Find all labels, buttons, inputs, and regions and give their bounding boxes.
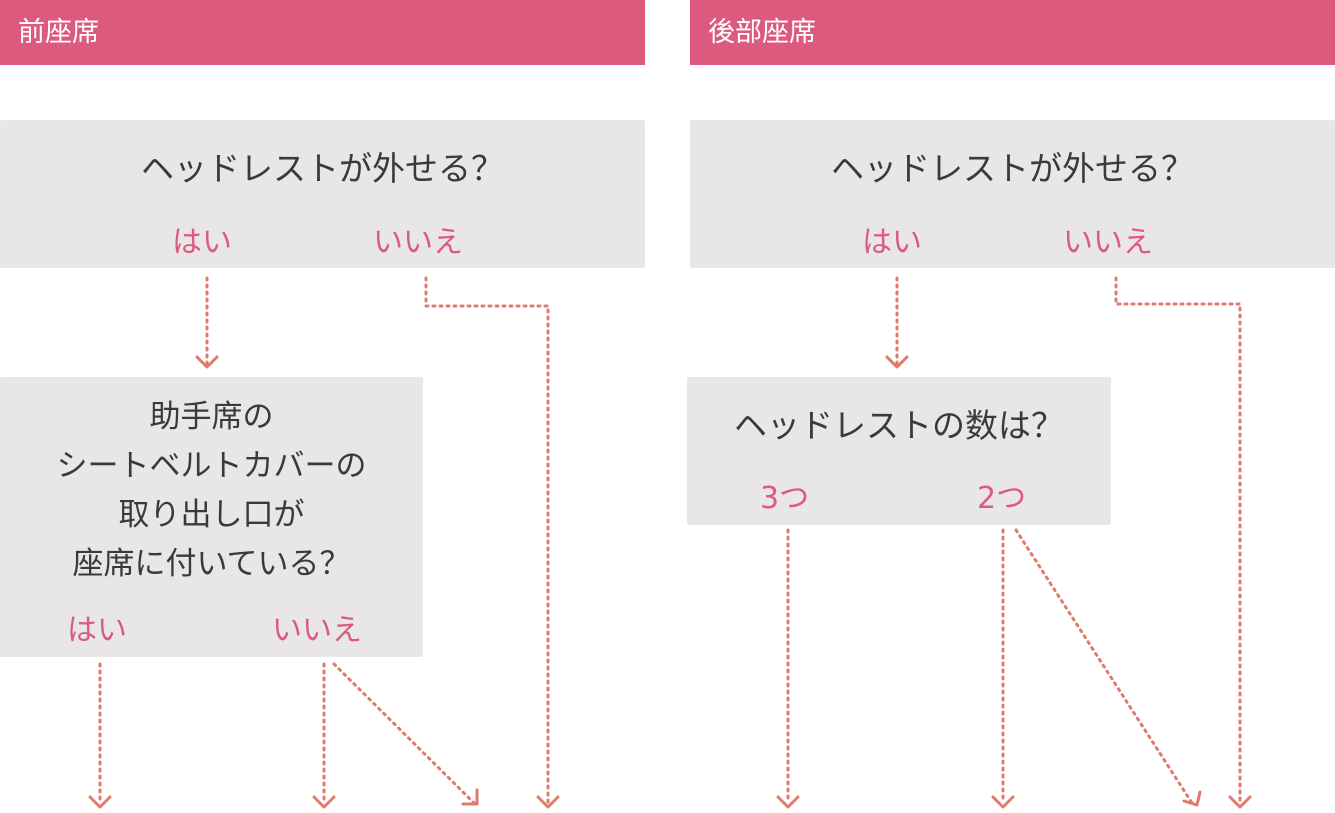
arrowhead-rear-q1-yes: [885, 355, 909, 369]
connector-front-q1-no: [424, 276, 550, 805]
arrowhead-front-q2-no: [312, 795, 336, 809]
front-q2-yes[interactable]: はい: [67, 613, 127, 648]
front-question-1: ヘッドレストが外せる？: [141, 149, 504, 188]
arrowhead-rear-q2-two-diagonal: [1182, 790, 1202, 807]
rear-question-box-1: ヘッドレストが外せる？ はい いいえ: [690, 120, 1335, 268]
arrowhead-front-q2-yes: [88, 795, 112, 809]
connector-front-q2-no-diagonal: [332, 662, 476, 805]
connector-rear-q2-two-diagonal: [1014, 528, 1194, 805]
front-question-2: 助手席の シートベルトカバーの 取り出し口が 座席に付いている？: [56, 399, 367, 582]
rear-q1-yes[interactable]: はい: [862, 225, 922, 260]
rear-question-box-2: ヘッドレストの数は？ 3つ 2つ: [687, 377, 1111, 525]
front-question-box-2: 助手席の シートベルトカバーの 取り出し口が 座席に付いている？ はい いいえ: [0, 377, 423, 657]
arrowhead-rear-q2-three: [776, 795, 800, 809]
rear-question-1: ヘッドレストが外せる？: [831, 149, 1194, 188]
rear-question-2: ヘッドレストの数は？: [734, 406, 1064, 445]
front-q1-yes[interactable]: はい: [172, 225, 232, 260]
arrowhead-rear-q1-no: [1228, 795, 1252, 809]
arrowhead-rear-q2-two: [991, 795, 1015, 809]
front-question-box-1: ヘッドレストが外せる？ はい いいえ: [0, 120, 645, 268]
front-seat-header: 前座席: [0, 0, 645, 65]
front-q2-no[interactable]: いいえ: [272, 613, 362, 648]
rear-q2-two[interactable]: 2つ: [977, 481, 1027, 516]
arrowhead-front-q2-no-diagonal: [461, 788, 479, 806]
rear-q2-three[interactable]: 3つ: [760, 481, 810, 516]
rear-q1-no[interactable]: いいえ: [1063, 225, 1153, 260]
arrowhead-front-q1-no: [536, 795, 560, 809]
arrowhead-front-q1-yes: [195, 355, 219, 369]
connector-rear-q1-no: [1114, 276, 1242, 805]
front-q1-no[interactable]: いいえ: [373, 225, 463, 260]
rear-seat-header: 後部座席: [690, 0, 1335, 65]
